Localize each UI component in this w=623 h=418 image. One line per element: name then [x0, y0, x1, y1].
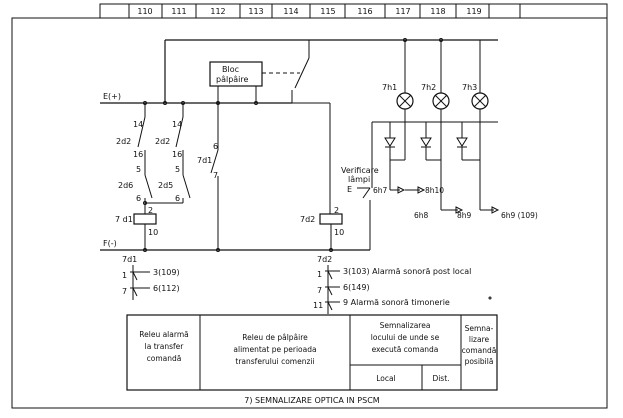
- lamp-7h3-label: 7h3: [462, 83, 477, 92]
- feed-8h9: 8h9: [457, 211, 472, 220]
- column-110: 110: [137, 7, 152, 16]
- table-cell-alarm-relay-2: la transfer: [145, 342, 185, 351]
- lamp-test-e: E: [347, 185, 352, 194]
- table-cell-possible-command-2: lizare: [469, 335, 490, 344]
- feed-6h8: 6h8: [414, 211, 429, 220]
- contact-10-a: 10: [148, 228, 158, 237]
- column-111: 111: [171, 7, 186, 16]
- contact-7-c: 7: [213, 171, 218, 180]
- contact-2d2-b: 2d2: [155, 137, 170, 146]
- contact-2d5: 2d5: [158, 181, 173, 190]
- contact-2d6: 2d6: [118, 181, 133, 190]
- column-116: 116: [357, 7, 372, 16]
- table-cell-alarm-relay-3: comandă: [147, 354, 182, 363]
- ref-7d2-a: 3(103) Alarmă sonoră post local: [343, 267, 471, 276]
- relay-coil-7d2: 7d2: [300, 213, 343, 225]
- contact-ref-7d2: 7d2 1 7 11 3(103) Alarmă sonoră post loc…: [313, 255, 471, 314]
- contact-10-b: 10: [334, 228, 344, 237]
- ref-7d2-11: 11: [313, 301, 323, 310]
- lamp-7h3: 7h3: [462, 40, 489, 110]
- contact-6-a: 6: [136, 194, 141, 203]
- table-cell-location-signal: Semnalizarea: [380, 321, 431, 330]
- feed-6h9: 6h9 (109): [501, 211, 538, 220]
- relay-coil-7d2-label: 7d2: [300, 215, 315, 224]
- drawing-frame: [11, 17, 608, 409]
- table-cell-location-signal-3: execută comanda: [372, 345, 439, 354]
- column-112: 112: [210, 7, 225, 16]
- contact-ref-7d1: 7d1 1 7 3(109) 6(112): [122, 255, 180, 300]
- lamp-test-switch: Verificare lâmpi E: [341, 166, 379, 250]
- column-114: 114: [283, 7, 298, 16]
- rail-negative-label: F(-): [103, 239, 117, 248]
- lamp-test-label: Verificare: [341, 166, 379, 175]
- ref-7d2-7: 7: [317, 286, 322, 295]
- ref-7d1-title: 7d1: [122, 255, 137, 264]
- contact-6-c: 6: [213, 142, 218, 151]
- ref-7d1-b: 6(112): [153, 284, 180, 293]
- contact-2d2-a: 2d2: [116, 137, 131, 146]
- column-115: 115: [320, 7, 335, 16]
- lamp-7h1-label: 7h1: [382, 83, 397, 92]
- contact-14-b: 14: [172, 120, 182, 129]
- ref-7d2-title: 7d2: [317, 255, 332, 264]
- description-table: Releu alarmă la transfer comandă Releu d…: [126, 314, 498, 391]
- ref-7d2-b: 6(149): [343, 283, 370, 292]
- table-cell-dist: Dist.: [432, 374, 449, 383]
- column-113: 113: [248, 7, 263, 16]
- table-cell-local: Local: [376, 374, 395, 383]
- contact-7d1: 7d1: [197, 156, 212, 165]
- feed-8h10: 8h10: [425, 186, 444, 195]
- column-118: 118: [430, 7, 445, 16]
- lamp-7h2-label: 7h2: [421, 83, 436, 92]
- ref-7d2-c: 9 Alarmă sonoră timonerie: [343, 298, 450, 307]
- rail-positive: E(+): [100, 92, 292, 104]
- diode-3: [456, 122, 480, 161]
- relay-coil-7d1-label: 7 d1: [115, 215, 133, 224]
- table-cell-possible-command: Semna-: [465, 324, 494, 333]
- contact-14-a: 14: [133, 120, 143, 129]
- contact-6-b: 6: [175, 194, 180, 203]
- table-cell-possible-command-3: comandă: [462, 346, 497, 355]
- relay-coil-7d1: 7 d1: [115, 213, 157, 225]
- ref-7d1-1: 1: [122, 271, 127, 280]
- figure-caption: 7) SEMNALIZARE OPTICA IN PSCM: [244, 396, 380, 405]
- rail-negative: F(-): [100, 239, 370, 251]
- table-cell-possible-command-4: posibilă: [465, 357, 494, 366]
- contact-5-a: 5: [136, 165, 141, 174]
- table-cell-location-signal-2: locului de unde se: [371, 333, 440, 342]
- contact-2-b: 2: [334, 206, 339, 215]
- ref-7d1-a: 3(109): [153, 268, 180, 277]
- rail-positive-label: E(+): [103, 92, 121, 101]
- lamp-7h2: 7h2: [421, 40, 450, 110]
- diode-2: [420, 122, 441, 161]
- contact-16-b: 16: [172, 150, 182, 159]
- contact-2-a: 2: [148, 206, 153, 215]
- lamp-test-label-2: lâmpi: [348, 175, 370, 184]
- contact-5-b: 5: [175, 165, 180, 174]
- lamp-7h1: 7h1: [382, 40, 414, 110]
- flasher-block: Bloc pâlpâire: [209, 61, 263, 87]
- feed-6h7: 6h7: [373, 186, 388, 195]
- table-cell-flasher-relay-2: alimentat pe perioada: [233, 345, 316, 354]
- column-119: 119: [466, 7, 481, 16]
- table-cell-flasher-relay: Releu de pâlpâire: [242, 333, 308, 342]
- ref-7d2-1: 1: [317, 270, 322, 279]
- flasher-block-label: Bloc: [222, 65, 239, 74]
- contact-16-a: 16: [133, 150, 143, 159]
- flasher-block-label-2: pâlpâire: [216, 75, 249, 84]
- ref-7d1-7: 7: [122, 287, 127, 296]
- table-cell-flasher-relay-3: transferului comenzii: [235, 357, 314, 366]
- table-cell-alarm-relay: Releu alarmă: [139, 330, 188, 339]
- column-117: 117: [395, 7, 410, 16]
- diode-1: [384, 122, 396, 190]
- column-header: 110 111 112 113 114 115 116 117 118 119: [99, 3, 608, 19]
